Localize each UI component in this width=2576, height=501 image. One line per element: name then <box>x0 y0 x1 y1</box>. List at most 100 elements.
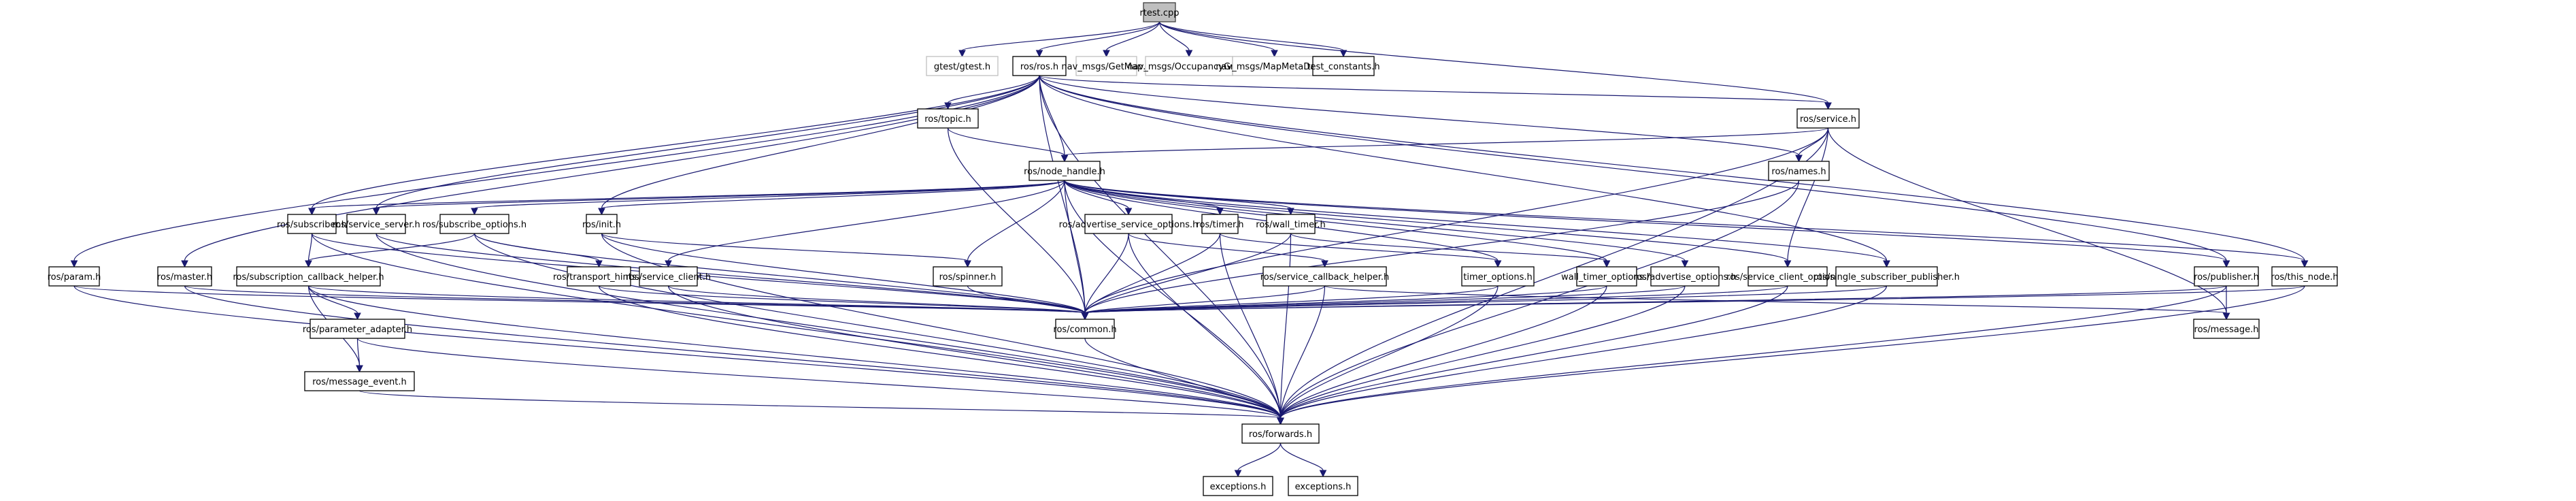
node-box[interactable] <box>1796 108 1860 129</box>
node-advservopts[interactable]: ros/advertise_service_options.h <box>1059 214 1199 234</box>
node-box[interactable] <box>48 266 100 287</box>
edge-common-to-forwards <box>1084 338 1282 419</box>
edge-nodehandle-to-init <box>601 180 1065 209</box>
node-box[interactable] <box>157 266 212 287</box>
arrowhead-rtest-to-mapmeta <box>1271 50 1278 58</box>
node-box[interactable] <box>236 266 381 287</box>
node-box[interactable] <box>1241 423 1320 444</box>
node-topic[interactable]: ros/topic.h <box>917 108 979 129</box>
node-box[interactable] <box>1262 266 1387 287</box>
node-label: ros/master.h <box>157 272 212 282</box>
node-getmap[interactable]: nav_msgs/GetMap.h <box>1061 56 1152 76</box>
arrowhead-service-to-nodehandle <box>1060 155 1069 163</box>
node-thisnode[interactable]: ros/this_node.h <box>2271 266 2339 287</box>
node-box[interactable] <box>287 214 337 234</box>
node-label: ros/this_node.h <box>2271 272 2338 282</box>
node-subopts[interactable]: ros/subscribe_options.h <box>422 214 526 234</box>
node-box[interactable] <box>1075 56 1137 76</box>
node-box[interactable] <box>639 266 698 287</box>
node-spinner[interactable]: ros/spinner.h <box>933 266 1003 287</box>
node-box[interactable] <box>1201 214 1239 234</box>
node-label: ros/spinner.h <box>939 272 997 282</box>
node-master[interactable]: ros/master.h <box>157 266 212 287</box>
node-timeropts[interactable]: timer_options.h <box>1461 266 1535 287</box>
node-servcbhelper[interactable]: ros/service_callback_helper.h <box>1260 266 1390 287</box>
node-box[interactable] <box>1312 56 1375 76</box>
arrowhead-publisher-to-message <box>2222 312 2230 321</box>
node-box[interactable] <box>2194 266 2259 287</box>
node-gtest[interactable]: gtest/gtest.h <box>926 56 999 76</box>
node-box[interactable] <box>1288 476 1358 496</box>
node-box[interactable] <box>1084 214 1173 234</box>
node-label: ros/service_client_options.h <box>1726 272 1849 282</box>
node-label: exceptions.h <box>1210 482 1267 492</box>
node-subscriber[interactable]: ros/subscriber.h <box>277 214 347 234</box>
node-box[interactable] <box>926 56 999 76</box>
node-forwards[interactable]: ros/forwards.h <box>1241 423 1320 444</box>
arrowhead-nodehandle-to-servclient <box>665 260 672 268</box>
node-box[interactable] <box>2193 319 2260 339</box>
edge-ros-to-master <box>184 75 1040 261</box>
node-box[interactable] <box>346 214 406 234</box>
node-box[interactable] <box>1012 56 1067 76</box>
node-box[interactable] <box>1055 319 1115 339</box>
edge-singlesub-to-forwards <box>1279 285 1888 419</box>
node-box[interactable] <box>1266 214 1316 234</box>
node-servclientopts[interactable]: ros/service_client_options.h <box>1726 266 1849 287</box>
node-box[interactable] <box>304 371 415 391</box>
arrowhead-ros-to-service <box>1824 102 1832 110</box>
node-box[interactable] <box>1747 266 1828 287</box>
node-message[interactable]: ros/message.h <box>2193 319 2260 339</box>
node-names[interactable]: ros/names.h <box>1768 161 1830 181</box>
node-box[interactable] <box>1835 266 1938 287</box>
node-msgevent[interactable]: ros/message_event.h <box>304 371 415 391</box>
node-testconst[interactable]: test_constants.h <box>1307 56 1380 76</box>
node-walltimer[interactable]: ros/wall_timer.h <box>1256 214 1326 234</box>
node-transport[interactable]: ros/transport_hints.h <box>553 266 645 287</box>
node-box[interactable] <box>1028 161 1101 181</box>
node-walltimeropts[interactable]: wall_timer_options.h <box>1561 266 1652 287</box>
edge-forwards-to-exc1 <box>1237 442 1282 471</box>
node-nodehandle[interactable]: ros/node_handle.h <box>1024 161 1105 181</box>
node-label: ros/message.h <box>2194 325 2259 335</box>
arrowhead-service-to-names <box>1795 155 1803 163</box>
node-exc1[interactable]: exceptions.h <box>1203 476 1273 496</box>
node-exc2[interactable]: exceptions.h <box>1288 476 1358 496</box>
node-box[interactable] <box>1143 2 1176 22</box>
node-rtest[interactable]: rtest.cpp <box>1139 2 1180 22</box>
node-box[interactable] <box>1576 266 1637 287</box>
node-subcbhelper[interactable]: ros/subscription_callback_helper.h <box>233 266 384 287</box>
node-box[interactable] <box>1145 56 1233 76</box>
node-paramadapter[interactable]: ros/parameter_adapter.h <box>303 319 412 339</box>
node-service[interactable]: ros/service.h <box>1796 108 1860 129</box>
node-init[interactable]: ros/init.h <box>582 214 621 234</box>
node-box[interactable] <box>586 214 618 234</box>
node-timer[interactable]: ros/timer.h <box>1196 214 1244 234</box>
node-box[interactable] <box>439 214 509 234</box>
edge-ros-to-thisnode <box>1039 75 2305 261</box>
node-ros[interactable]: ros/ros.h <box>1012 56 1067 76</box>
node-singlesub[interactable]: ros/single_subscriber_publisher.h <box>1813 266 1960 287</box>
node-box[interactable] <box>1768 161 1830 181</box>
edge-init-to-spinner <box>601 233 969 261</box>
node-common[interactable]: ros/common.h <box>1053 319 1117 339</box>
edge-servserver-to-common <box>375 233 1086 314</box>
node-label: ros/service_callback_helper.h <box>1260 272 1390 282</box>
node-box[interactable] <box>1203 476 1273 496</box>
node-box[interactable] <box>917 108 979 129</box>
node-box[interactable] <box>310 319 405 339</box>
node-label: ros/advertise_service_options.h <box>1059 220 1199 230</box>
node-advopts[interactable]: ros/advertise_options.h <box>1633 266 1737 287</box>
node-box[interactable] <box>2271 266 2338 287</box>
node-param[interactable]: ros/param.h <box>48 266 101 287</box>
node-box[interactable] <box>1461 266 1535 287</box>
node-box[interactable] <box>567 266 631 287</box>
node-label: exceptions.h <box>1295 482 1352 492</box>
node-occgrid[interactable]: nav_msgs/OccupancyGrid.h <box>1128 56 1251 76</box>
node-box[interactable] <box>933 266 1003 287</box>
edge-singlesub-to-common <box>1084 285 1888 314</box>
node-box[interactable] <box>1650 266 1720 287</box>
node-servserver[interactable]: ros/service_server.h <box>332 214 420 234</box>
node-servclient[interactable]: ros/service_client.h <box>626 266 711 287</box>
node-publisher[interactable]: ros/publisher.h <box>2194 266 2259 287</box>
